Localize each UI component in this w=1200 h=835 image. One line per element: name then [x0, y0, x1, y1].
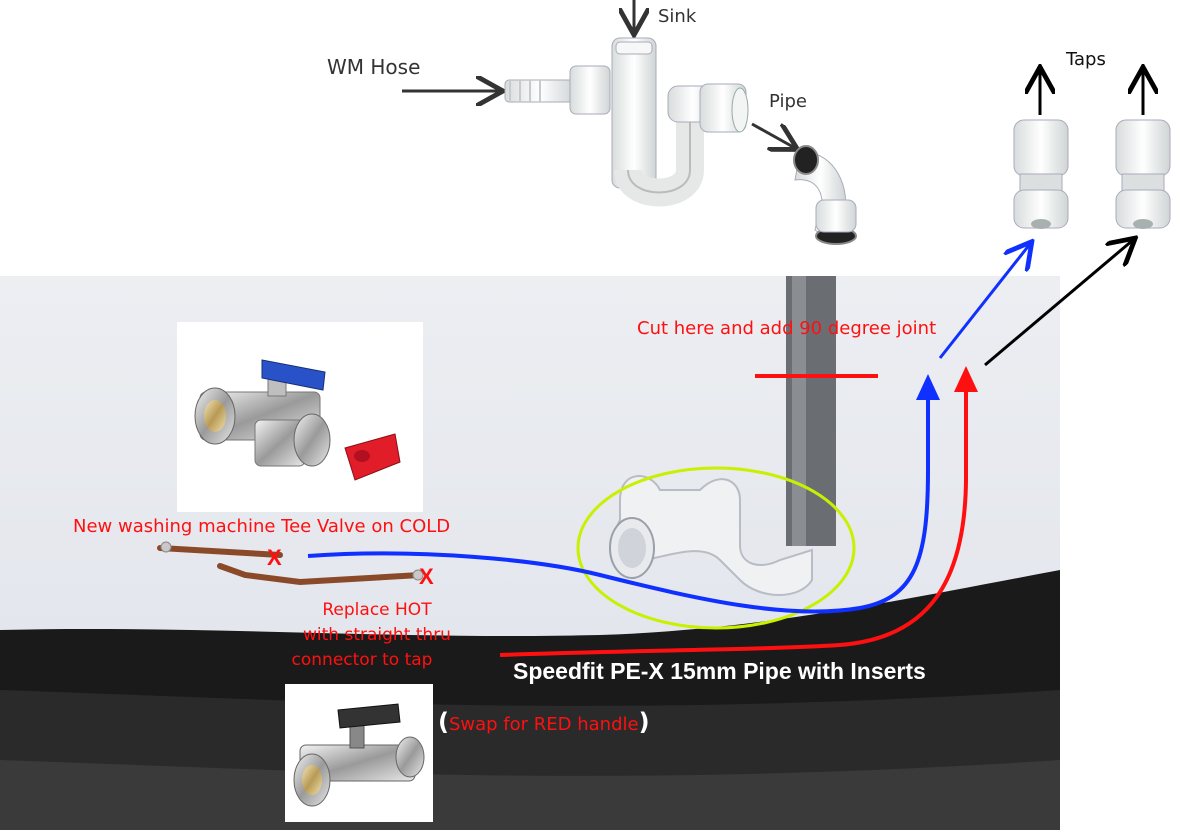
- pipe-label: Pipe: [769, 91, 807, 112]
- swap-open-paren: (: [438, 708, 449, 736]
- replace-hot-line-1: Replace HOT: [322, 600, 432, 620]
- hot-pipe-route: [499, 392, 968, 657]
- trap-highlight-circle: [576, 466, 856, 630]
- cut-instruction-label: Cut here and add 90 degree joint: [637, 318, 937, 339]
- pipe-arrow: [751, 122, 795, 148]
- speedfit-pipe-label: Speedfit PE-X 15mm Pipe with Inserts: [513, 658, 926, 684]
- sink-trap-icon: [504, 37, 749, 207]
- existing-trap: [609, 475, 813, 596]
- tee-valve-label: New washing machine Tee Valve on COLD: [73, 516, 451, 537]
- swap-handle-text: Swap for RED handle: [448, 714, 639, 735]
- swap-handle-label: (Swap for RED handle): [438, 708, 650, 736]
- taps-label: Taps: [1066, 49, 1106, 70]
- swap-close-paren: ): [638, 708, 650, 736]
- hot-arrowhead: [954, 366, 978, 392]
- hot-to-tap-arrow: [984, 240, 1133, 367]
- copper-pipes: [157, 541, 424, 586]
- wall-photo: [0, 276, 1060, 830]
- cold-remove-marker: X: [267, 545, 282, 570]
- replace-hot-line-3: connector to tap: [291, 650, 433, 670]
- cold-pipe-route: [307, 392, 930, 614]
- speedfit-connector-right: [1115, 70, 1171, 229]
- speedfit-connector-left: [1013, 70, 1069, 229]
- cold-arrowhead: [916, 374, 940, 400]
- hot-remove-marker: X: [419, 564, 434, 589]
- elbow-joint-icon: [793, 145, 857, 245]
- sink-label: Sink: [658, 6, 697, 27]
- cold-to-tap-arrow: [938, 244, 1030, 359]
- isolation-valve-icon: [285, 684, 433, 822]
- replace-hot-label: Replace HOT with straight thru connector…: [292, 598, 451, 673]
- replace-hot-line-2: with straight thru: [303, 625, 451, 645]
- tee-valve-icon: [177, 322, 423, 512]
- wm-hose-label: WM Hose: [327, 55, 421, 79]
